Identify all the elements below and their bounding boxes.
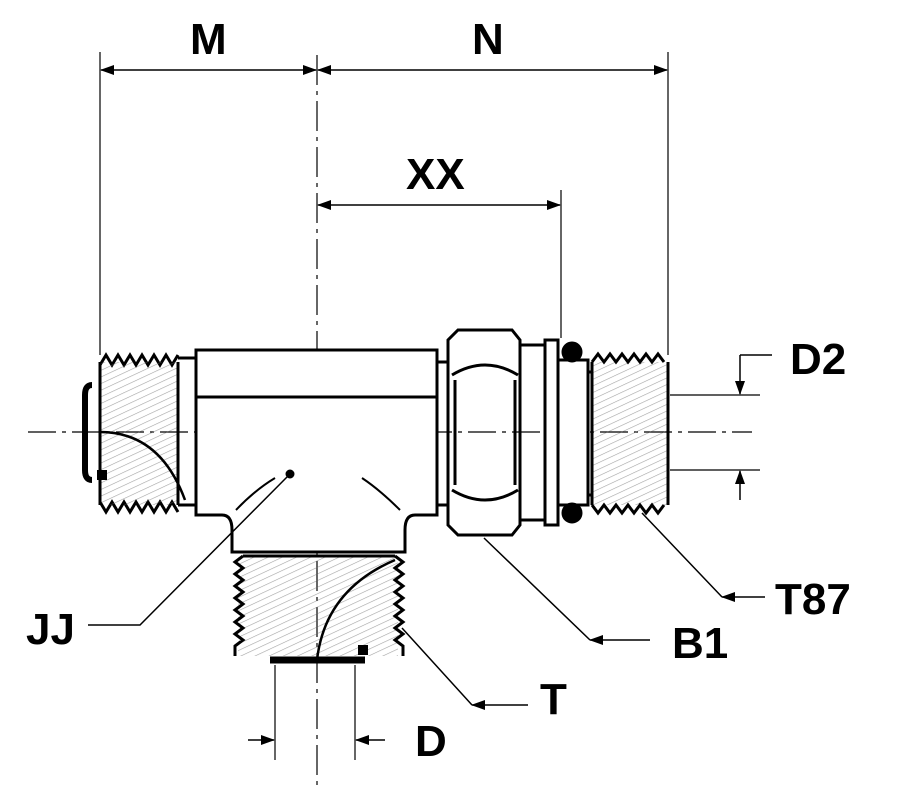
hex-nut (446, 328, 545, 537)
label-t: T (540, 675, 567, 724)
label-jj: JJ (26, 605, 75, 654)
leader-lines (88, 475, 765, 705)
label-t87: T87 (775, 575, 851, 624)
washer-and-o-rings (543, 338, 590, 527)
label-d: D (415, 717, 447, 766)
tee-body (194, 348, 447, 554)
label-d2: D2 (790, 335, 847, 384)
extension-lines (99, 52, 760, 760)
leader-t (401, 627, 528, 705)
bottom-threaded-port (232, 554, 406, 664)
label-m: M (190, 15, 227, 64)
label-n: N (472, 15, 504, 64)
dimension-lines (100, 65, 772, 745)
left-threaded-port (82, 352, 196, 515)
leader-b1 (483, 537, 650, 640)
label-b1: B1 (672, 619, 729, 668)
right-threaded-port (588, 351, 670, 516)
label-xx: XX (406, 150, 465, 199)
leader-jj (88, 475, 289, 626)
leader-t87 (641, 512, 765, 597)
